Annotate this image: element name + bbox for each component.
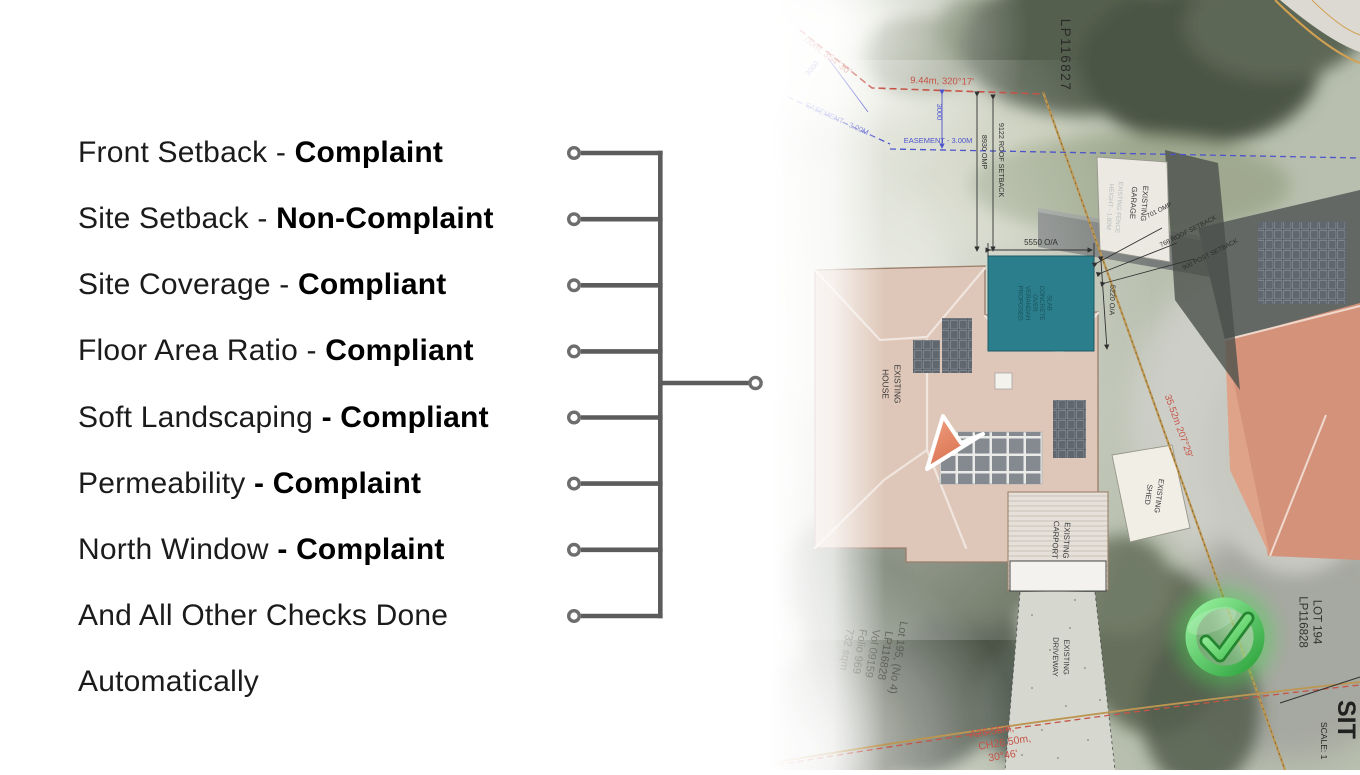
overall-wash <box>770 0 1360 770</box>
neighbor-house <box>1198 190 1360 560</box>
dim-5220-oa: 5220 O/A <box>1107 285 1117 316</box>
check-status: Compliant <box>297 268 447 302</box>
check-label: Site Coverage - <box>78 268 298 302</box>
dim-8930-omp: 8930 OMP <box>980 135 989 170</box>
existing-garage <box>1096 156 1171 263</box>
check-label: And All Other Checks Done <box>78 599 449 633</box>
existing-driveway <box>1004 591 1116 771</box>
check-row-floor-area-ratio: Floor Area Ratio - Compliant <box>78 318 494 384</box>
existing-garage-label: EXISTING GARAGE <box>1128 186 1150 222</box>
check-label: Floor Area Ratio - <box>78 334 326 368</box>
svg-text:OVER: OVER <box>1031 294 1038 312</box>
check-status: - Complaint <box>254 466 422 500</box>
check-label: Soft Landscaping <box>78 400 322 434</box>
existing-driveway-label: EXISTING DRIVEWAY <box>1051 637 1072 677</box>
existing-shed <box>1111 444 1191 543</box>
check-status: Complaint <box>294 136 444 170</box>
dim-3000-v: 3000 <box>935 104 944 121</box>
svg-text:EXISTING: EXISTING <box>1139 186 1150 222</box>
easement-horizontal <box>889 148 1360 159</box>
connector-lines <box>581 150 749 619</box>
check-row-north-window: North Window - Complaint <box>78 517 494 583</box>
site-plan-title: SIT <box>1332 700 1360 739</box>
site-plan-scale: SCALE: 1 <box>1319 722 1329 760</box>
svg-text:30°46': 30°46' <box>987 748 1018 764</box>
check-row-other-checks: And All Other Checks Done <box>78 583 494 649</box>
svg-text:HEIGHT - 1.80M: HEIGHT - 1.80M <box>1105 184 1115 230</box>
svg-text:EXISTING: EXISTING <box>1061 522 1072 559</box>
svg-text:EXISTING: EXISTING <box>1062 639 1072 675</box>
check-label: North Window <box>78 532 278 566</box>
svg-text:CARPORT: CARPORT <box>1050 521 1061 560</box>
driveway-speckles <box>1021 599 1101 759</box>
check-status: - Complaint <box>277 532 445 566</box>
svg-text:HOUSE: HOUSE <box>881 369 891 399</box>
check-row-site-setback: Site Setback - Non-Complaint <box>78 186 494 252</box>
compliance-checkmark-icon <box>1175 587 1275 687</box>
check-label: Permeability <box>78 466 254 500</box>
cursor-arrow <box>925 414 985 471</box>
connector-plan-node <box>748 375 763 391</box>
site-plan-image: PROPOSED VERANDAH OVER CONCRETE SLAB LP1 <box>710 0 1360 775</box>
check-row-automatically: Automatically <box>78 649 494 715</box>
bearing-top-label: 9.44m, 320°17' <box>910 75 974 88</box>
check-label: Automatically <box>78 665 260 699</box>
check-row-soft-landscaping: Soft Landscaping - Compliant <box>78 385 494 451</box>
svg-text:LOT 194: LOT 194 <box>1311 600 1323 645</box>
dim-9122-roof-setback: 9122 ROOF SETBACK <box>997 123 1006 198</box>
check-label: Site Setback - <box>78 202 277 236</box>
existing-house-label: EXISTING HOUSE <box>881 364 903 403</box>
svg-text:CONCRETE: CONCRETE <box>1038 286 1045 321</box>
dim-5550-oa: 5550 O/A <box>1024 238 1058 247</box>
check-row-front-setback: Front Setback - Complaint <box>78 120 494 186</box>
check-status: Compliant <box>325 334 474 368</box>
connector-node-circles <box>567 145 763 624</box>
svg-text:VERANDAH: VERANDAH <box>1024 286 1031 320</box>
check-status: - Compliant <box>321 400 489 434</box>
check-row-permeability: Permeability - Complaint <box>78 451 494 517</box>
check-row-site-coverage: Site Coverage - Compliant <box>78 252 494 318</box>
svg-text:PROPOSED: PROPOSED <box>1017 285 1024 321</box>
proposed-verandah: PROPOSED VERANDAH OVER CONCRETE SLAB <box>987 255 1095 352</box>
lot-lp116827-label: LP116827 <box>1058 19 1073 92</box>
existing-carport <box>1007 491 1109 592</box>
check-label: Front Setback - <box>78 136 295 170</box>
svg-text:EXISTING: EXISTING <box>893 364 903 403</box>
corner-road <box>1280 0 1360 52</box>
existing-fence-label: EXISTING FENCE HEIGHT - 1.80M <box>1105 181 1124 233</box>
left-fade <box>770 0 885 770</box>
check-status: Non-Complaint <box>276 202 494 236</box>
svg-text:SHED: SHED <box>1143 484 1155 506</box>
existing-carport-label: EXISTING CARPORT <box>1050 521 1072 560</box>
svg-text:GARAGE: GARAGE <box>1128 186 1139 219</box>
arc-bearing-label: A26.55m, CH26.50m, 30°46' <box>969 722 1032 764</box>
compliance-checklist: Front Setback - Complaint Site Setback -… <box>78 120 494 715</box>
dimension-lines <box>827 57 1195 350</box>
tree-shadow <box>1165 150 1240 390</box>
easement-horizontal-label: EASEMENT - 3.00M <box>904 136 973 145</box>
leader-line <box>1279 676 1360 704</box>
svg-text:SLAB: SLAB <box>1046 295 1053 311</box>
carport-slab <box>1009 560 1107 592</box>
lot194-label: LOT 194 LP116828 <box>1297 596 1323 648</box>
roof-skylight <box>994 372 1013 390</box>
svg-text:DRIVEWAY: DRIVEWAY <box>1051 637 1061 677</box>
svg-text:EXISTING FENCE: EXISTING FENCE <box>1113 181 1124 233</box>
svg-text:LP116828: LP116828 <box>1297 596 1309 648</box>
proposed-verandah-label: PROPOSED VERANDAH OVER CONCRETE SLAB <box>1017 285 1053 321</box>
